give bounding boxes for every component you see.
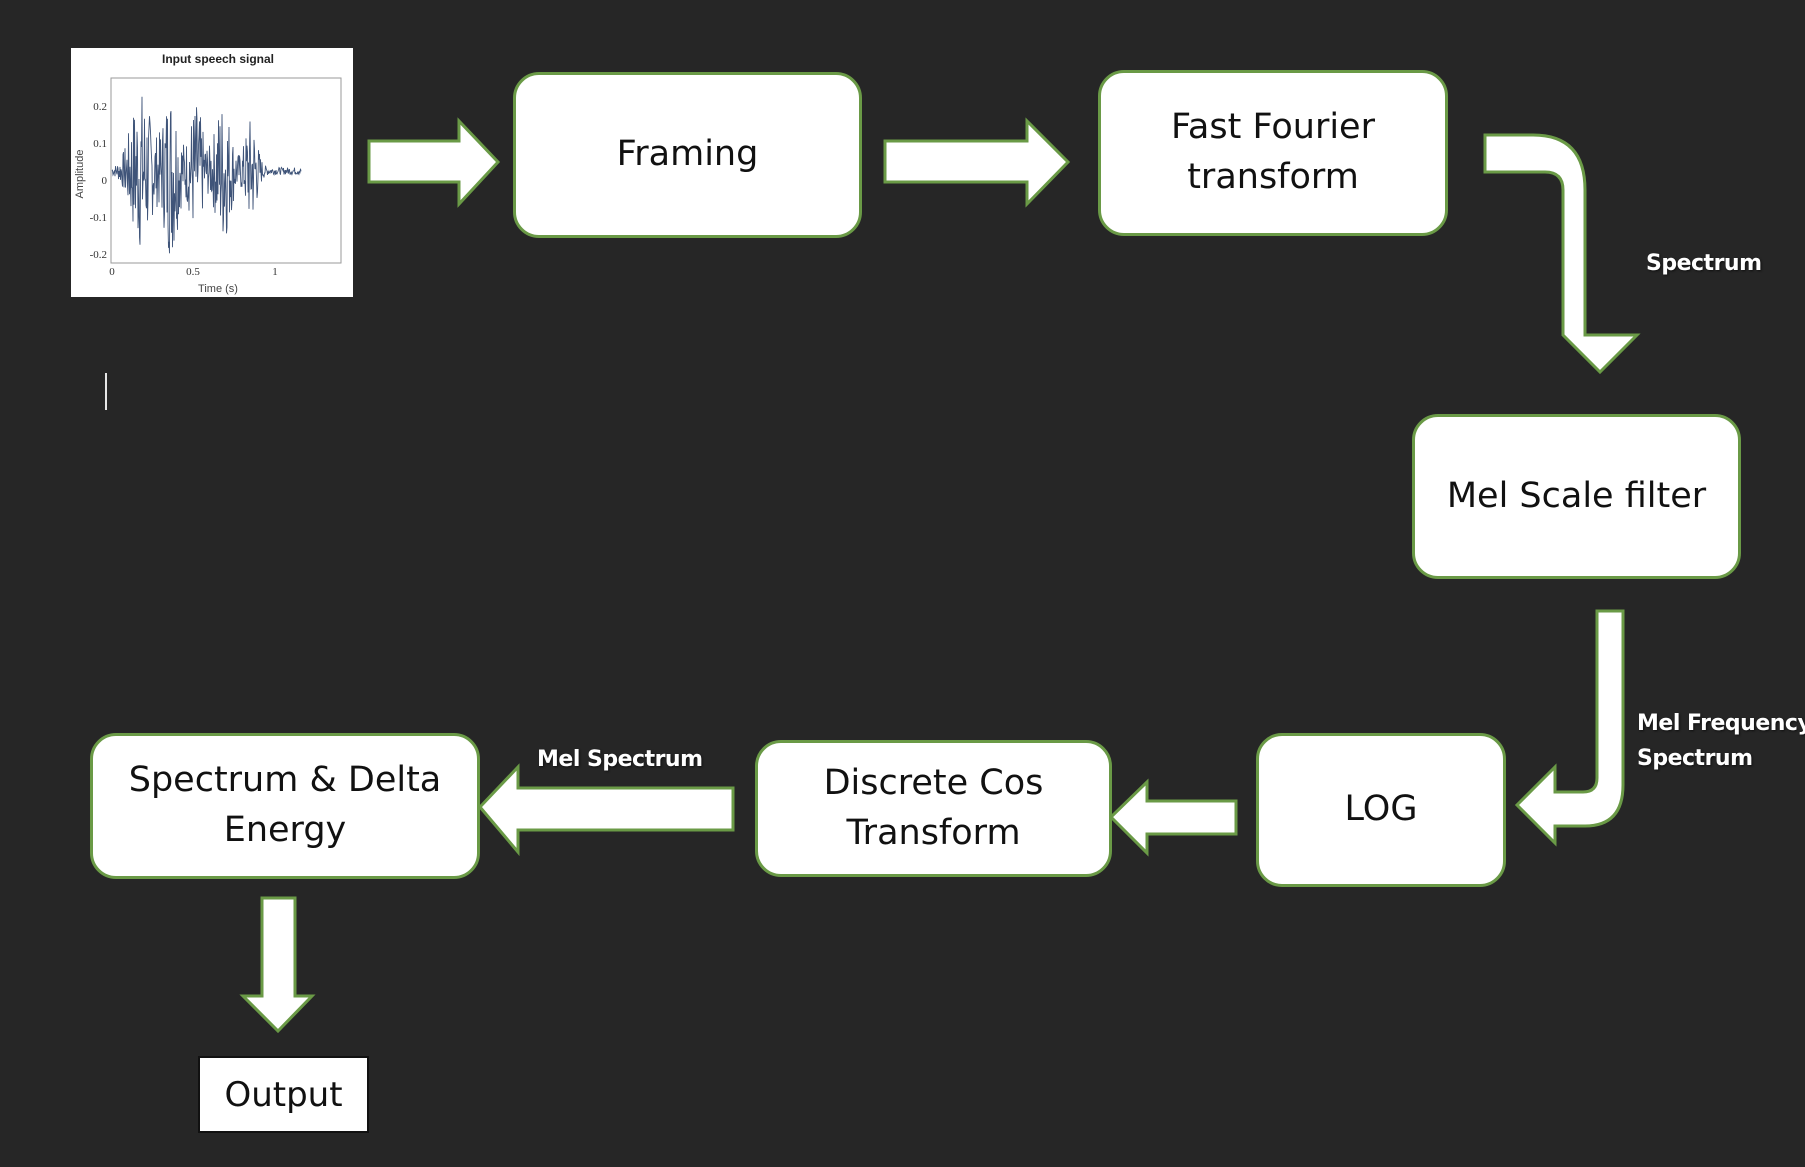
- x-tick: 1: [272, 266, 278, 278]
- mel-scale-filter-label: Mel Scale filter: [1446, 475, 1707, 516]
- y-tick: 0.1: [93, 138, 107, 150]
- output-label: Output: [224, 1074, 343, 1115]
- arrow-fft-to-mel: [1483, 133, 1641, 375]
- dct-box: Discrete Cos Transform: [755, 740, 1112, 877]
- spectrum-delta-label-line1: Spectrum & Delta: [128, 760, 442, 801]
- fft-label-line2: transform: [1187, 157, 1359, 197]
- mel-spectrum-edge-label: Mel Spectrum: [537, 747, 703, 772]
- dct-label-line1: Discrete Cos: [823, 762, 1044, 803]
- spectrum-delta-label-line2: Energy: [223, 810, 347, 850]
- y-tick: 0.2: [93, 101, 107, 113]
- spectrum-delta-energy-box: Spectrum & Delta Energy: [90, 733, 480, 879]
- mel-frequency-line1: Mel Frequency: [1637, 711, 1805, 736]
- waveform-chart: Input speech signal 0.2 0.1 0 -0.1 -0.2 …: [74, 52, 342, 295]
- framing-box: Framing: [513, 72, 862, 238]
- x-tick: 0: [109, 266, 115, 278]
- spectrum-edge-label: Spectrum: [1646, 251, 1762, 276]
- dct-label-line2: Transform: [846, 812, 1021, 853]
- y-tick: -0.2: [90, 249, 107, 261]
- fft-label-line1: Fast Fourier: [1171, 107, 1375, 148]
- mel-scale-filter-box: Mel Scale filter: [1412, 414, 1741, 579]
- arrow-mel-to-log: [1514, 609, 1625, 847]
- framing-label: Framing: [616, 134, 759, 175]
- mel-frequency-edge-label: Mel Frequency Spectrum: [1637, 706, 1805, 776]
- arrow-dct-to-spectrum: [477, 763, 735, 857]
- arrow-input-to-framing: [367, 117, 501, 208]
- x-axis-label: Time (s): [198, 283, 238, 295]
- y-tick: 0: [102, 175, 108, 187]
- text-cursor: [105, 373, 107, 410]
- plot-title: Input speech signal: [162, 52, 274, 66]
- log-label: LOG: [1344, 789, 1418, 830]
- log-box: LOG: [1256, 733, 1506, 887]
- x-tick: 0.5: [186, 266, 200, 278]
- input-speech-plot: Input speech signal 0.2 0.1 0 -0.1 -0.2 …: [71, 48, 353, 297]
- fft-box: Fast Fourier transform: [1098, 70, 1448, 236]
- waveform-trace: [111, 96, 302, 254]
- arrow-log-to-dct: [1108, 778, 1238, 857]
- y-tick: -0.1: [90, 212, 107, 224]
- mel-frequency-line2: Spectrum: [1637, 746, 1753, 772]
- arrow-framing-to-fft: [883, 117, 1071, 208]
- arrow-spectrum-to-output: [239, 896, 316, 1034]
- output-box: Output: [198, 1056, 369, 1133]
- y-axis-label: Amplitude: [74, 150, 86, 199]
- plot-axes: [110, 77, 342, 264]
